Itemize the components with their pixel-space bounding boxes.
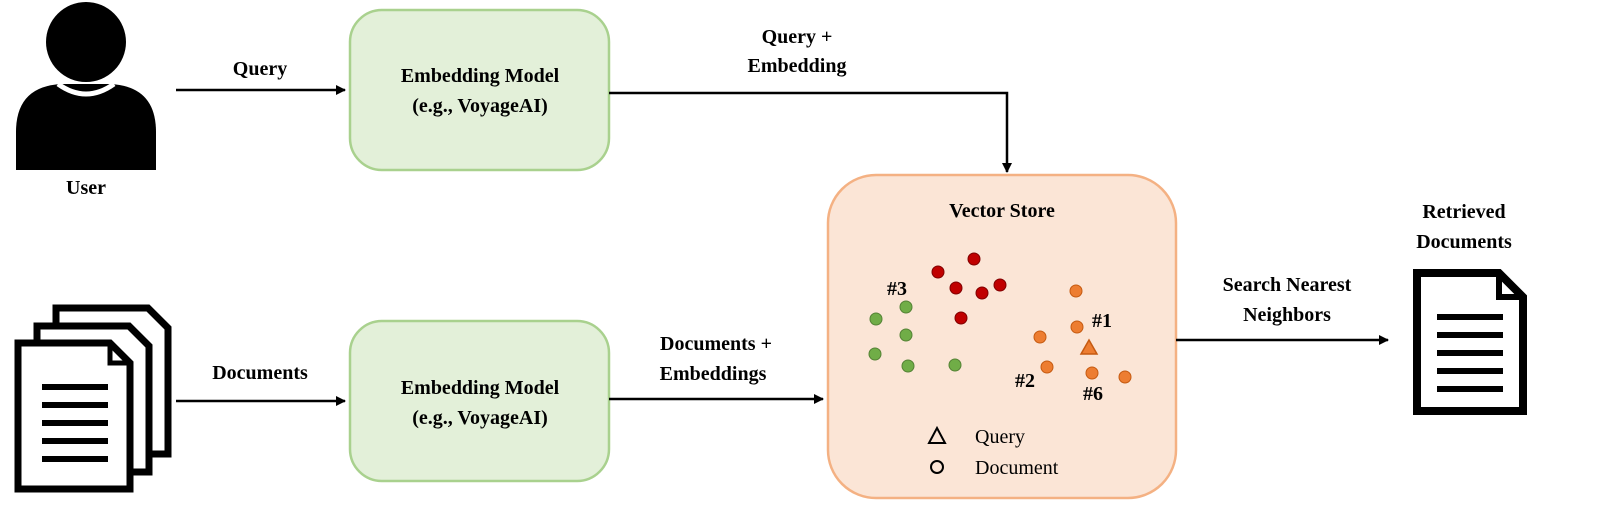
document-point [899, 300, 913, 314]
retrieved-title-line2: Documents [1416, 231, 1512, 253]
document-point [931, 265, 945, 279]
embedding-model-bottom-line2: (e.g., VoyageAI) [412, 407, 548, 429]
embedding-model-top-line2: (e.g., VoyageAI) [412, 95, 548, 117]
document-point [868, 347, 882, 361]
document-point [993, 278, 1007, 292]
document-point [967, 252, 981, 266]
document-point [901, 359, 915, 373]
query-embedding-arrow [609, 91, 1012, 173]
document-point [1069, 284, 1083, 298]
embedding-model-bottom-line1: Embedding Model [401, 377, 560, 399]
embedding-model-bottom-box: Embedding Model (e.g., VoyageAI) [348, 319, 611, 483]
vector-store-box: Vector Store #3 [826, 173, 1178, 500]
query-embedding-label-line1: Query + [762, 26, 833, 48]
legend-query-label: Query [975, 426, 1025, 448]
document-point [1118, 370, 1132, 384]
document-point [949, 281, 963, 295]
query-point [1079, 338, 1099, 355]
green-cluster [868, 300, 962, 373]
query-arrow-label: Query [233, 58, 287, 80]
orange-cluster [1033, 284, 1132, 384]
legend-triangle-icon [927, 425, 947, 444]
user-icon [16, 2, 156, 170]
red-cluster [931, 252, 1007, 325]
documents-embeddings-label-line2: Embeddings [660, 363, 767, 385]
document-point [1070, 320, 1084, 334]
retrieved-title-line1: Retrieved [1422, 201, 1505, 223]
point-label-2: #2 [1015, 370, 1035, 392]
point-label-6: #6 [1083, 383, 1103, 405]
document-stack-icon [14, 304, 172, 493]
search-label-line2: Neighbors [1243, 304, 1331, 326]
document-point [1085, 366, 1099, 380]
legend-circle-icon [930, 460, 944, 474]
vector-store-legend: Query Document [927, 425, 1059, 479]
query-embedding-label-line2: Embedding [748, 55, 847, 77]
point-label-3: #3 [887, 278, 907, 300]
user-label: User [66, 177, 106, 199]
vector-store-title: Vector Store [949, 200, 1055, 222]
search-label-line1: Search Nearest [1223, 274, 1352, 296]
point-label-1: #1 [1092, 310, 1112, 332]
document-point [948, 358, 962, 372]
documents-embeddings-label-line1: Documents + [660, 333, 772, 355]
document-point [954, 311, 968, 325]
document-point [869, 312, 883, 326]
document-point [899, 328, 913, 342]
embedding-model-top-box: Embedding Model (e.g., VoyageAI) [348, 8, 611, 172]
document-point [1033, 330, 1047, 344]
documents-arrow-label: Documents [212, 362, 308, 384]
embedding-model-top-line1: Embedding Model [401, 65, 560, 87]
document-point [1040, 360, 1054, 374]
retrieved-document-icon [1413, 269, 1527, 415]
document-point [975, 286, 989, 300]
legend-document-label: Document [975, 457, 1059, 479]
